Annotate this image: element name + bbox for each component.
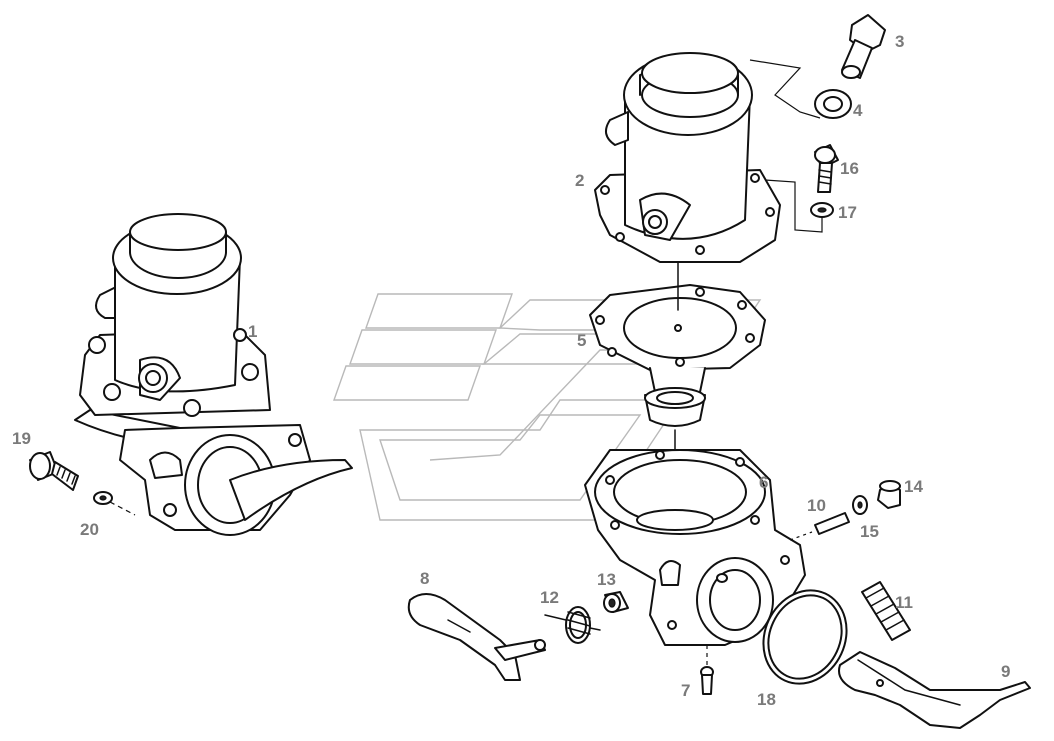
- label-8: 8: [420, 569, 429, 588]
- bushing-part-13: [603, 591, 629, 613]
- lever-part-8: [407, 593, 546, 681]
- label-2: 2: [575, 171, 584, 190]
- assembled-fuel-pump: [74, 213, 353, 536]
- label-14: 14: [904, 477, 923, 496]
- ring-part-4: [814, 89, 852, 119]
- label-7: 7: [681, 681, 690, 700]
- lever-part-9: [838, 651, 1031, 729]
- label-11: 11: [895, 593, 913, 612]
- label-5: 5: [577, 331, 586, 350]
- washer-part-20: [93, 491, 136, 516]
- plug-part-14: [877, 480, 901, 509]
- label-10: 10: [807, 496, 826, 515]
- screw-part-19: [29, 451, 79, 491]
- fitting-part-3: [841, 14, 886, 79]
- label-18: 18: [757, 690, 776, 709]
- o-ring-part-18: [762, 589, 848, 685]
- spring-part-11: [861, 581, 911, 641]
- lower-body-part-6: [584, 449, 806, 646]
- top-cover-part-2: [594, 52, 781, 263]
- diaphragm-part-5: [589, 261, 766, 463]
- label-6: 6: [759, 473, 768, 492]
- spring-part-12: [544, 606, 601, 644]
- leader-3-4: [749, 59, 821, 119]
- screw-part-7: [700, 645, 714, 695]
- label-13: 13: [597, 570, 616, 589]
- label-4: 4: [853, 101, 863, 120]
- label-16: 16: [840, 159, 859, 178]
- screw-part-16: [814, 144, 839, 193]
- callout-labels: 1 2 3 4 5 6 7 8 9 10 11 12 13 14 15 16 1…: [12, 32, 1010, 709]
- label-19: 19: [12, 429, 31, 448]
- washer-part-17: [764, 179, 834, 233]
- label-15: 15: [860, 522, 879, 541]
- label-3: 3: [895, 32, 904, 51]
- label-17: 17: [838, 203, 857, 222]
- label-1: 1: [248, 322, 257, 341]
- washer-part-15: [852, 495, 868, 515]
- label-9: 9: [1001, 662, 1010, 681]
- label-12: 12: [540, 588, 559, 607]
- pin-part-10: [789, 512, 850, 541]
- label-20: 20: [80, 520, 99, 539]
